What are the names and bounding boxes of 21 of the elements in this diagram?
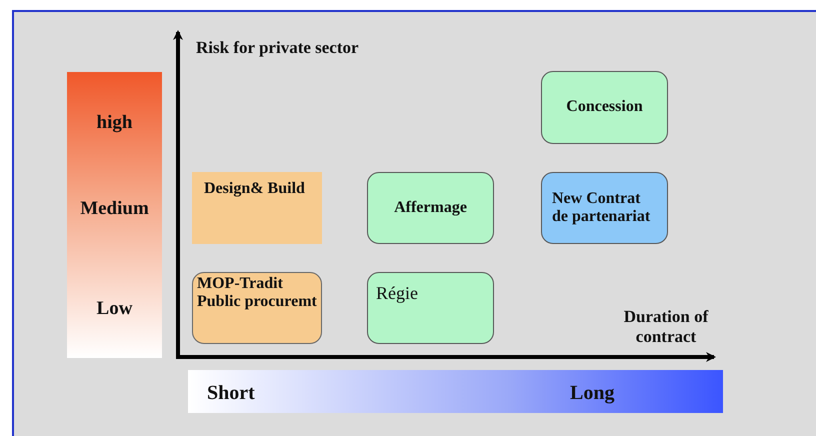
level-text: Medium <box>79 198 150 220</box>
duration-text: Long <box>570 382 614 405</box>
contract-type-text: Concession <box>566 98 643 117</box>
contract-box <box>367 272 494 344</box>
risk-scale-bar <box>67 72 162 358</box>
contract-box <box>541 71 668 144</box>
duration-text: Short <box>207 382 255 405</box>
axis-title: Risk for private sector <box>196 38 360 58</box>
contract-type-text: Affermage <box>394 198 467 218</box>
contract-type-text: Design& Build <box>204 180 305 199</box>
level-text: Low <box>96 298 134 320</box>
contract-box <box>367 172 494 244</box>
contract-box <box>192 272 322 344</box>
axis-title: Duration of contract <box>622 307 710 347</box>
level-text: high <box>96 112 134 134</box>
contract-type-text: Régie <box>376 283 418 305</box>
contract-box <box>541 172 668 244</box>
contract-type-text: New Contrat de partenariat <box>552 190 652 226</box>
contract-type-text: MOP-Tradit Public procuremt <box>197 275 317 312</box>
contract-box <box>192 172 322 244</box>
duration-scale-bar <box>188 370 723 413</box>
